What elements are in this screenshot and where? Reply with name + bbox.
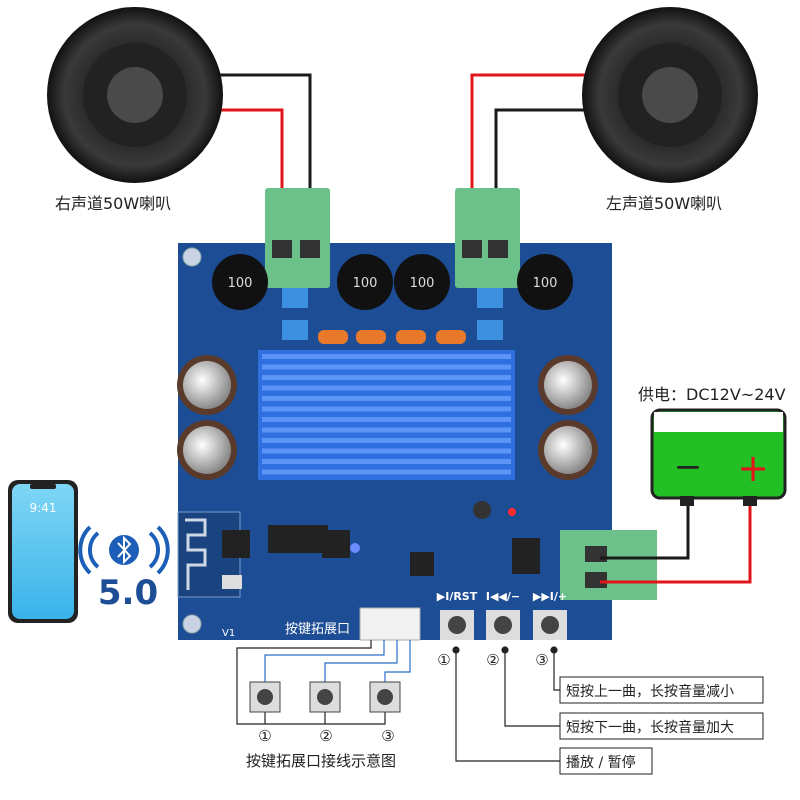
expansion-port-connector [359,607,421,641]
film-capacitors [282,288,503,344]
right-speaker-label: 右声道50W喇叭 [55,194,171,213]
bluetooth-version: 5.0 [98,573,158,613]
left-channel-speaker [582,7,758,183]
marker-3: ③ [535,651,548,669]
inductor-marking: 100 [228,276,253,291]
heatsink-fin [262,406,511,412]
mount-hole [182,247,202,267]
heatsink-fin [262,459,511,464]
external-button-2 [309,681,341,713]
expansion-port-label: 按键拓展口 [285,622,350,637]
right-channel-speaker [47,7,223,183]
callout-box-prev: 短按下一曲，长按音量加大 [559,712,764,740]
inductor-marking: 100 [353,276,378,291]
play-pause-button[interactable] [440,610,474,640]
battery-plus-sign: + [737,446,769,490]
button-label-next: ▶▶I/+ [533,590,567,603]
heatsink-fin [262,385,511,391]
inductor-marking: 100 [410,276,435,291]
inductor-marking: 100 [533,276,558,291]
callout-lines [452,646,560,762]
external-button-3 [369,681,401,713]
heatsink-fin [262,448,511,454]
heatsink-fin [262,438,511,443]
next-track-button[interactable] [533,610,567,640]
expansion-wiring [236,640,411,725]
heatsink-fin [262,364,511,370]
callout-box-next: 短按上一曲，长按音量减小 [559,676,764,704]
heatsink-fin [262,354,511,359]
callout-text: 短按下一曲，长按音量加大 [566,719,734,736]
marker-1: ① [258,727,271,745]
heatsink-fin [262,396,511,401]
heatsink-fin [262,469,511,475]
marker-2: ② [319,727,332,745]
external-button-1 [249,681,281,713]
marker-3: ③ [381,727,394,745]
heatsink-fin [262,427,511,433]
marker-2: ② [486,651,499,669]
power-wires [600,502,752,584]
wiring-diagram-caption: 按键拓展口接线示意图 [246,752,396,770]
marker-1: ① [437,651,450,669]
left-speaker-terminal [455,188,520,288]
right-speaker-terminal [265,188,330,288]
battery-minus-sign: − [674,447,703,487]
heatsink-fin [262,417,511,422]
inductors: 100 100 100 100 [212,254,573,310]
left-speaker-label: 左声道50W喇叭 [606,194,722,213]
smartphone: 9:41 [8,480,78,623]
bluetooth-icon [78,525,170,575]
phone-clock: 9:41 [30,501,57,515]
button-label-play: ▶I/RST [437,590,478,603]
callout-box-play: 播放 / 暂停 [559,747,653,775]
power-supply-label: 供电：DC12V~24V [638,385,786,404]
bluetooth-module [177,501,540,598]
speaker-wires [190,73,608,245]
callout-text: 播放 / 暂停 [566,754,636,771]
button-label-prev: I◀◀/− [486,590,520,603]
onboard-buttons: ▶I/RST I◀◀/− ▶▶I/+ [437,590,567,640]
prev-track-button[interactable] [486,610,520,640]
battery: − + [650,408,787,506]
power-terminal [560,530,657,600]
electrolytic-capacitors [177,355,598,480]
version-mark: V1 [222,628,235,639]
callout-text: 短按上一曲，长按音量减小 [566,683,734,700]
heatsink-fin [262,375,511,380]
mount-hole [182,614,202,634]
heatsink [258,350,515,480]
